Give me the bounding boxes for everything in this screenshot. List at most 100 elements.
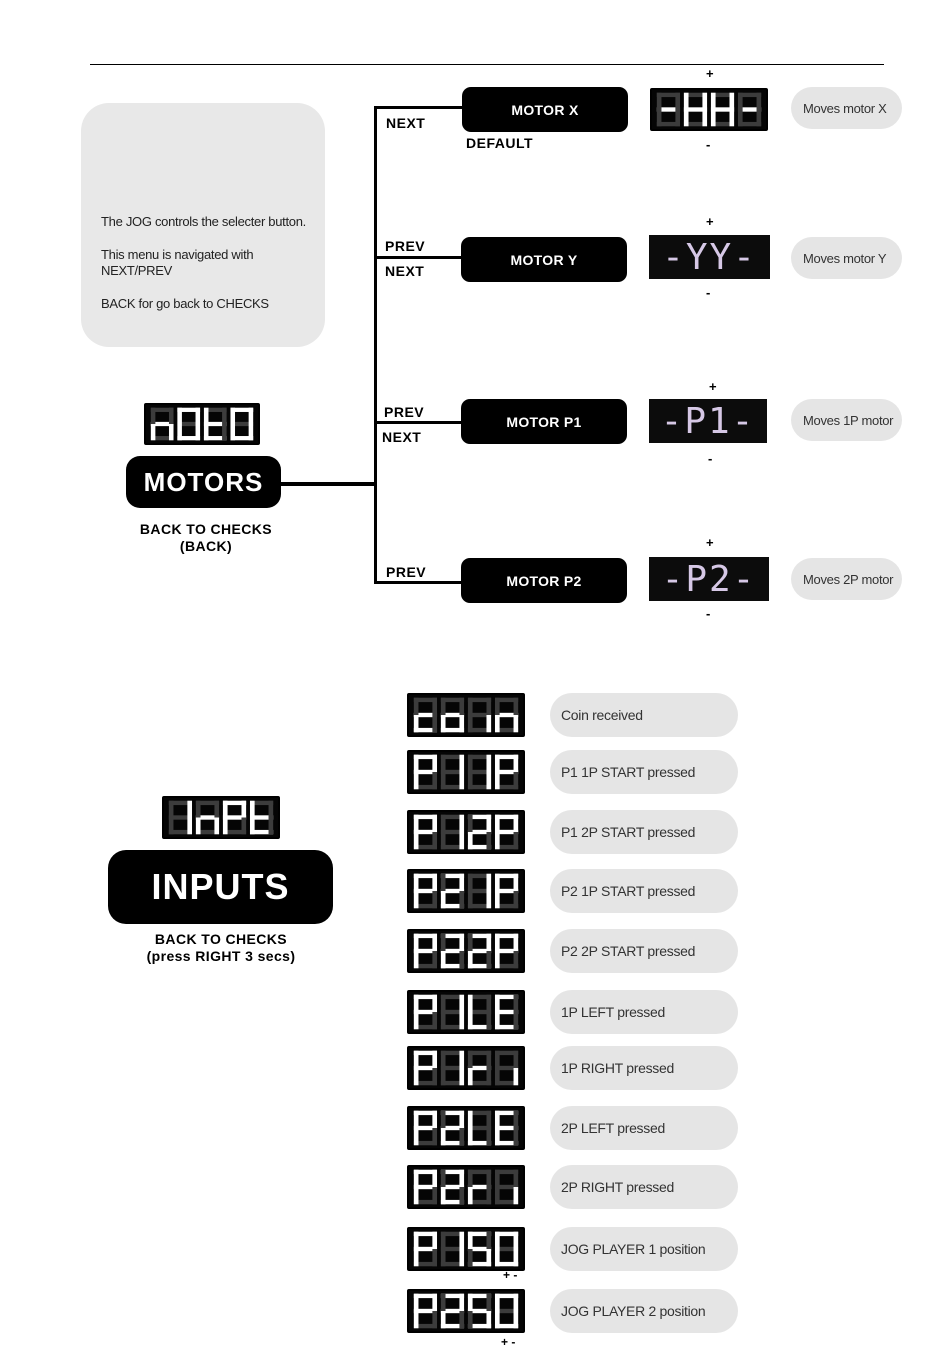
segment-b <box>432 933 438 951</box>
segment-f <box>467 697 473 715</box>
nav-prev-y: PREV <box>385 238 426 254</box>
motor-p1-button[interactable]: MOTOR P1 <box>461 399 627 444</box>
input-desc-4: P2 2P START pressed <box>550 929 738 973</box>
segment-a <box>413 994 438 1000</box>
segment-b <box>432 1050 438 1068</box>
jog-p2-plusminus[interactable]: + - <box>501 1335 516 1349</box>
segment-c <box>513 951 519 969</box>
segment-e <box>168 817 174 835</box>
inputs-title[interactable]: INPUTS <box>108 850 333 924</box>
jog-p1-plusminus[interactable]: + - <box>503 1268 518 1282</box>
segment-f <box>413 814 419 832</box>
segment-d <box>413 1140 438 1146</box>
segment-d <box>656 121 681 127</box>
segment-a <box>440 1231 465 1237</box>
segment-d <box>440 1323 465 1329</box>
info-box: The JOG controls the selecter button. Th… <box>81 103 325 347</box>
segment-b <box>486 697 492 715</box>
segment-c <box>513 1311 519 1329</box>
input-desc-6: 1P RIGHT pressed <box>550 1046 738 1090</box>
segment-c <box>432 772 438 790</box>
segment-c <box>459 1128 465 1146</box>
motor-y-minus[interactable]: - <box>706 285 711 300</box>
segment-c <box>675 109 681 127</box>
segment-c <box>756 109 762 127</box>
segment-f <box>195 800 201 818</box>
segment-b <box>486 873 492 891</box>
motor-x-segment-svg <box>656 92 762 127</box>
segment-c <box>432 1068 438 1086</box>
motor-x-button[interactable]: MOTOR X <box>462 87 628 132</box>
segment-g <box>494 1009 519 1015</box>
top-rule <box>90 64 884 65</box>
segment-c <box>486 1249 492 1267</box>
segment-b <box>729 92 735 110</box>
segment-f <box>467 1110 473 1128</box>
segment-c <box>459 1012 465 1030</box>
inputs-segment-svg <box>168 800 274 835</box>
segment-d <box>413 963 438 969</box>
motor-p2-desc: Moves 2P motor <box>791 558 902 600</box>
segment-f <box>467 814 473 832</box>
segment-c <box>432 715 438 733</box>
segment-e <box>413 1311 419 1329</box>
motor-x-desc: Moves motor X <box>791 87 902 129</box>
segment-f <box>494 754 500 772</box>
segment-f <box>467 1169 473 1187</box>
motor-p2-plus[interactable]: + <box>706 535 714 550</box>
segment-c <box>486 1012 492 1030</box>
motor-p2-minus[interactable]: - <box>706 606 711 621</box>
segment-a <box>494 754 519 760</box>
motor-y-button[interactable]: MOTOR Y <box>461 237 627 282</box>
segment-c <box>513 1249 519 1267</box>
motor-x-display <box>650 88 768 131</box>
segment-e <box>177 424 182 441</box>
segment-e <box>683 109 689 127</box>
segment-c <box>168 424 174 441</box>
motor-x-plus[interactable]: + <box>706 66 714 81</box>
motor-p2-button[interactable]: MOTOR P2 <box>461 558 627 603</box>
segment-b <box>486 1169 492 1187</box>
segment-g <box>203 421 227 427</box>
segment-g <box>467 948 492 954</box>
motors-back-line2: (BACK) <box>179 538 233 554</box>
segment-b <box>432 873 438 891</box>
motor-y-desc: Moves motor Y <box>791 237 902 279</box>
segment-d <box>413 1080 438 1086</box>
input-desc-3: P2 1P START pressed <box>550 869 738 913</box>
segment-d <box>710 121 735 127</box>
segment-b <box>168 407 174 424</box>
segment-g <box>494 1125 519 1131</box>
segment-g <box>467 1184 492 1190</box>
segment-b <box>459 994 465 1012</box>
segment-a <box>494 814 519 820</box>
segment-g <box>440 769 465 775</box>
segment-d <box>467 727 492 733</box>
segment-f <box>168 800 174 818</box>
segment-f <box>413 933 419 951</box>
motor-x-minus[interactable]: - <box>706 137 711 152</box>
segment-b <box>459 1231 465 1249</box>
segment-d <box>467 903 492 909</box>
segment-d <box>494 727 519 733</box>
segment-c <box>513 772 519 790</box>
segment-g <box>467 712 492 718</box>
segment-e <box>710 109 716 127</box>
segment-f <box>494 994 500 1012</box>
segment-d <box>494 784 519 790</box>
segment-c <box>459 715 465 733</box>
input-desc-8: 2P RIGHT pressed <box>550 1165 738 1209</box>
segment-g <box>413 1125 438 1131</box>
input-display-5 <box>407 990 525 1034</box>
motor-p1-plus[interactable]: + <box>709 379 717 394</box>
info-line-back: BACK for go back to CHECKS <box>101 296 269 311</box>
motor-y-plus[interactable]: + <box>706 214 714 229</box>
segment-c <box>486 891 492 909</box>
segment-b <box>513 1110 519 1128</box>
input-desc-0: Coin received <box>550 693 738 737</box>
motor-p1-minus[interactable]: - <box>708 451 713 466</box>
input-segment-svg <box>413 873 519 909</box>
segment-a <box>467 1169 492 1175</box>
segment-d <box>150 436 174 441</box>
motors-title[interactable]: MOTORS <box>126 456 281 508</box>
